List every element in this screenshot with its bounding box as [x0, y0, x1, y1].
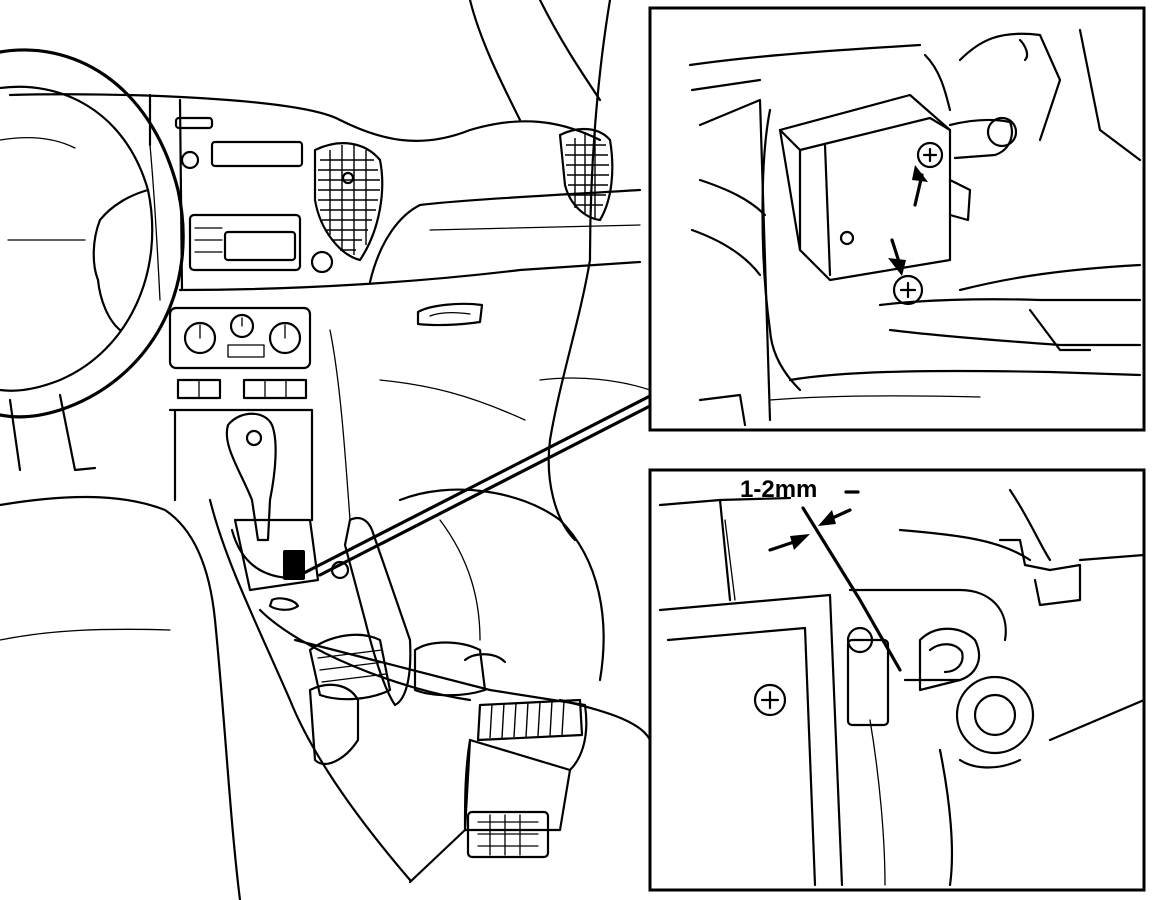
gear-lever — [225, 412, 320, 611]
main-interior-view — [0, 0, 654, 900]
callout-leader-line — [298, 393, 654, 577]
detail-switch-bracket — [648, 6, 1146, 432]
center-console — [208, 498, 588, 884]
door-trim — [379, 0, 651, 542]
seats — [0, 488, 652, 900]
dashboard — [8, 0, 642, 327]
climate-panel — [168, 306, 351, 522]
steering-wheel — [0, 48, 185, 472]
detail-gap-adjustment: 1-2mm — [648, 468, 1146, 892]
